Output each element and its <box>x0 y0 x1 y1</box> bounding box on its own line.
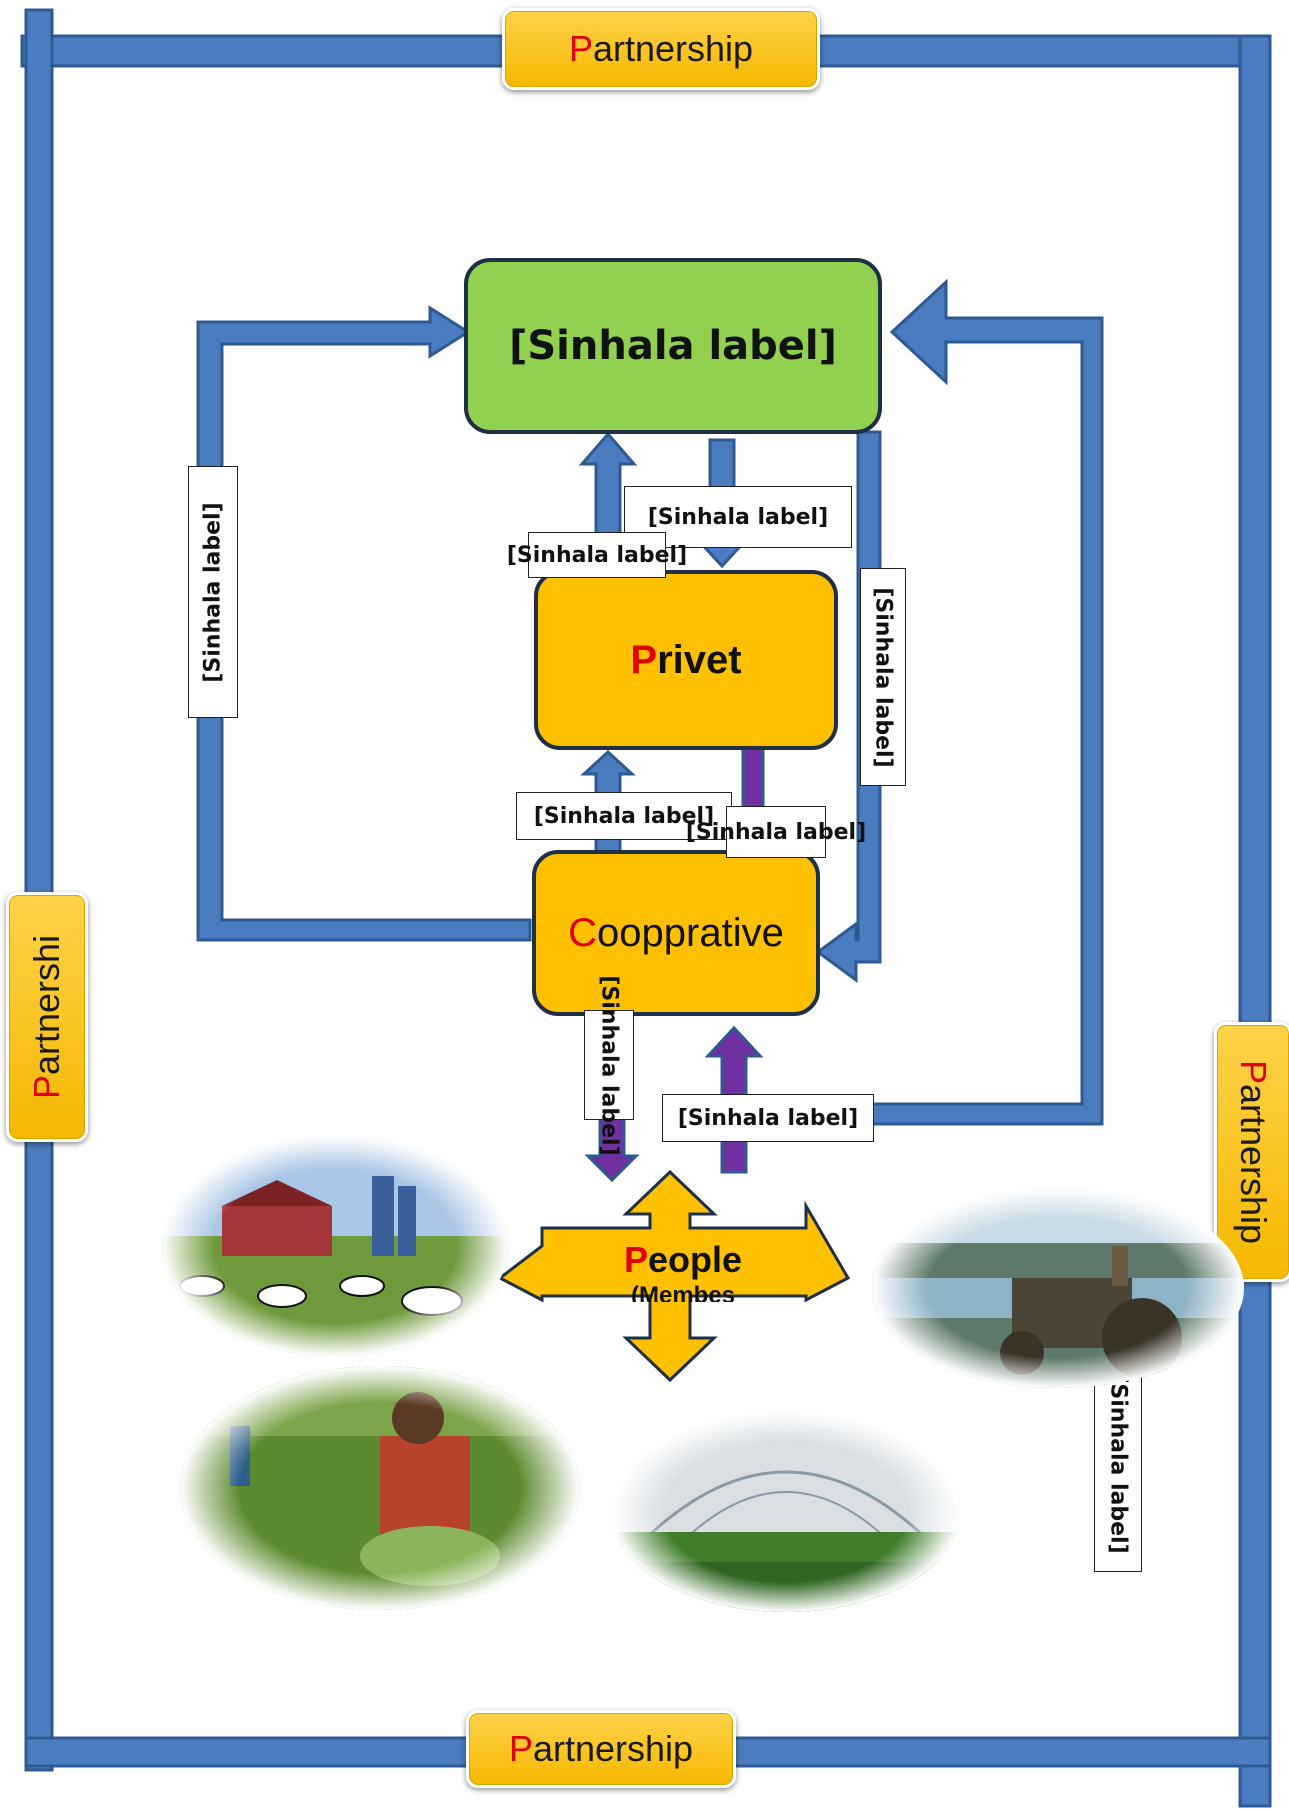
people-initial: P <box>623 1239 648 1280</box>
money-left-label: [Sinhala label] <box>584 975 634 1155</box>
sales-income-text: [Sinhala label] <box>647 504 829 530</box>
primary-production-flow-arrow <box>868 278 1104 1126</box>
coop-label: oopprative <box>597 910 784 955</box>
partnership-initial: P <box>1233 1059 1275 1084</box>
partnership-tab-top: Partnership <box>502 8 820 90</box>
people-four-way-arrow <box>497 1169 851 1383</box>
tractor-field-photo <box>872 1188 1244 1388</box>
partnership-tab-right: Partnership <box>1214 1022 1289 1282</box>
primary-production-text: [Sinhala label] <box>677 1105 859 1131</box>
raw-material-text: [Sinhala label] <box>1105 1372 1131 1554</box>
partnership-tab-bottom: Partnership <box>466 1710 736 1788</box>
partnership-initial: P <box>26 1075 68 1100</box>
people-node: People (Membes <box>610 1232 756 1312</box>
produced-text: [Sinhala label] <box>506 542 688 568</box>
coop-node: Coopprative <box>532 850 820 1016</box>
privet-label: rivet <box>657 637 742 682</box>
money-right-label: [Sinhala label] <box>686 806 866 858</box>
bean-harvest-photo <box>180 1366 580 1610</box>
secondary-text: [Sinhala label] <box>200 501 226 683</box>
raw-material-label: [Sinhala label] <box>1094 1354 1142 1572</box>
privet-node: Privet <box>534 570 838 750</box>
dairy-farm-photo <box>162 1136 508 1356</box>
partnership-frame <box>20 8 1272 1808</box>
sales-income-vertical-text: [Sinhala label] <box>870 586 896 768</box>
partnership-rest: artnership <box>1233 1083 1275 1245</box>
sales-income-vertical-label: [Sinhala label] <box>860 568 906 786</box>
greenhouse-photo <box>612 1412 960 1612</box>
value-addition-text: [Sinhala label] <box>533 803 715 829</box>
money-right-text: [Sinhala label] <box>685 819 867 845</box>
secondary-label: [Sinhala label] <box>188 466 238 718</box>
partnership-initial: P <box>568 28 593 69</box>
partnership-right-label: Partnership <box>1233 1060 1274 1244</box>
primary-production-label: [Sinhala label] <box>662 1094 874 1142</box>
partnership-top-label: artnership <box>592 28 754 69</box>
market-node: [Sinhala label] <box>464 258 882 434</box>
privet-initial: P <box>630 637 658 682</box>
partnership-left-label: Partnershi <box>26 935 67 1099</box>
secondary-flow-arrow <box>196 305 532 942</box>
people-sub-label: (Membes <box>630 1282 736 1302</box>
coop-initial: C <box>568 910 598 955</box>
produced-label: [Sinhala label] <box>507 532 687 578</box>
partnership-rest: artnershi <box>26 934 68 1076</box>
money-left-text: [Sinhala label] <box>596 974 622 1156</box>
partnership-bottom-label: Partnership <box>509 1728 693 1769</box>
people-label: eople <box>647 1239 743 1280</box>
partnership-tab-left: Partnershi <box>6 892 88 1142</box>
partnership-initial: P <box>508 1728 533 1769</box>
partnership-rest: artnership <box>532 1728 694 1769</box>
market-label: [Sinhala label] <box>509 323 837 369</box>
